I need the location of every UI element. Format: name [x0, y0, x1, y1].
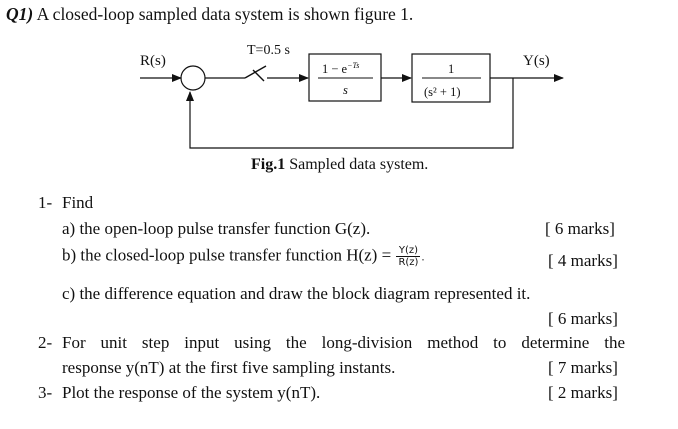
fraction-denominator: R(z): [398, 257, 419, 268]
plant-numerator: 1: [448, 62, 454, 76]
zoh-numerator: 1 − e−Ts: [322, 61, 359, 76]
item-1b-marks: [ 4 marks]: [548, 251, 618, 270]
item-3-number: 3-: [38, 383, 53, 402]
question-statement: A closed-loop sampled data system is sho…: [33, 4, 414, 24]
summing-junction: [180, 65, 206, 91]
item-3-text: Plot the response of the system y(nT).: [62, 383, 321, 402]
item-1c-text: c) the difference equation and draw the …: [62, 284, 531, 303]
item-2-line-2: response y(nT) at the first five samplin…: [62, 358, 396, 377]
block-diagram: R(s) T=0.5 s 1 − e−Ts s 1 (s² + 1) Y(s): [140, 43, 564, 149]
zoh-denominator: s: [343, 83, 348, 97]
input-label: R(s): [140, 53, 166, 69]
fraction-period: .: [421, 249, 425, 264]
item-1a-marks: [ 6 marks]: [545, 219, 615, 238]
question-heading: Q1) A closed-loop sampled data system is…: [6, 4, 413, 25]
feedback-path: [186, 78, 514, 149]
item-2-number: 2-: [38, 333, 53, 352]
figure-caption-bold: Fig.1: [251, 156, 286, 173]
plant-denominator: (s² + 1): [424, 85, 461, 99]
zoh-exponent: −Ts: [347, 61, 359, 70]
output-label: Y(s): [523, 53, 550, 69]
item-1a-text: a) the open-loop pulse transfer function…: [62, 219, 371, 238]
question-number: Q1): [6, 4, 34, 24]
item-1-number: 1-: [38, 193, 53, 212]
item-1-text: Find: [62, 193, 94, 212]
figure-caption-text: Sampled data system.: [285, 156, 429, 173]
transfer-fraction: Y(z)R(z): [396, 245, 421, 268]
item-1c-marks: [ 6 marks]: [548, 309, 618, 328]
sampler-period-label: T=0.5 s: [247, 43, 290, 58]
zoh-block: [308, 53, 382, 102]
item-3-marks: [ 2 marks]: [548, 383, 618, 402]
item-2-line-1: For unit step input using the long-divis…: [62, 333, 625, 352]
item-1b-text: b) the closed-loop pulse transfer functi…: [62, 245, 392, 265]
fraction-numerator: Y(z): [396, 245, 421, 257]
figure-caption: Fig.1 Sampled data system.: [251, 156, 428, 174]
item-2-marks: [ 7 marks]: [548, 358, 618, 377]
item-1b: b) the closed-loop pulse transfer functi…: [62, 245, 424, 268]
sampler-switch-icon: [244, 65, 267, 82]
